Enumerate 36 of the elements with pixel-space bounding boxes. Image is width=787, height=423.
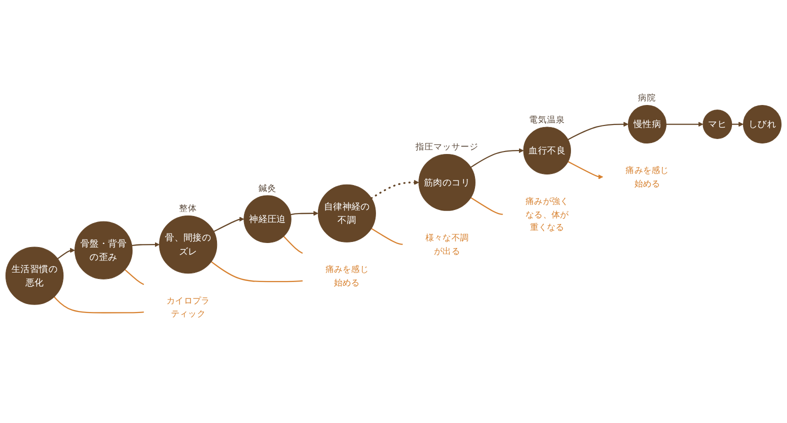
- arrow: [666, 122, 704, 127]
- arrow: [470, 148, 524, 168]
- arrow: [132, 242, 160, 248]
- arrow: [290, 210, 318, 216]
- arrow: [214, 216, 244, 232]
- node-text: 様々な不調が出る: [425, 232, 469, 256]
- node-circle: 神経圧迫: [244, 195, 292, 243]
- node-circle: マヒ: [702, 110, 732, 139]
- node-circle: 慢性病: [628, 105, 666, 144]
- node-text: カイロプラティック: [166, 295, 210, 318]
- arrow: [568, 161, 604, 180]
- connector: [210, 261, 303, 282]
- node-text: 痛みを感じ始める: [325, 264, 368, 288]
- connector: [54, 296, 144, 314]
- node-text: 痛みを感じ始める: [626, 165, 669, 188]
- connector: [283, 236, 303, 254]
- node-circle: 自律神経の不調: [318, 184, 376, 242]
- node-circle: 血行不良: [523, 126, 571, 174]
- connector: [371, 228, 403, 245]
- node-caption: 整体: [179, 204, 198, 214]
- node-caption: 電気温泉: [529, 115, 566, 126]
- node-circle: しびれ: [743, 105, 782, 144]
- connector: [470, 197, 503, 215]
- connector: [124, 269, 144, 285]
- node-circle: 骨、間接のズレ: [159, 216, 218, 274]
- node-caption: 鍼灸: [258, 184, 276, 194]
- node-circle: 筋肉のコリ: [418, 154, 476, 211]
- node-text: 痛みが強くなる、体が重くなる: [526, 196, 569, 232]
- arrow: [57, 248, 76, 260]
- node-circle: 骨盤・背骨の歪み: [74, 221, 133, 280]
- arrow: [370, 180, 420, 200]
- arrow: [568, 122, 628, 140]
- node-caption: 病院: [638, 94, 656, 104]
- node-circle: 生活習慣の悪化: [5, 246, 64, 305]
- arrow: [732, 122, 744, 127]
- node-caption: 指圧マッサージ: [416, 142, 478, 153]
